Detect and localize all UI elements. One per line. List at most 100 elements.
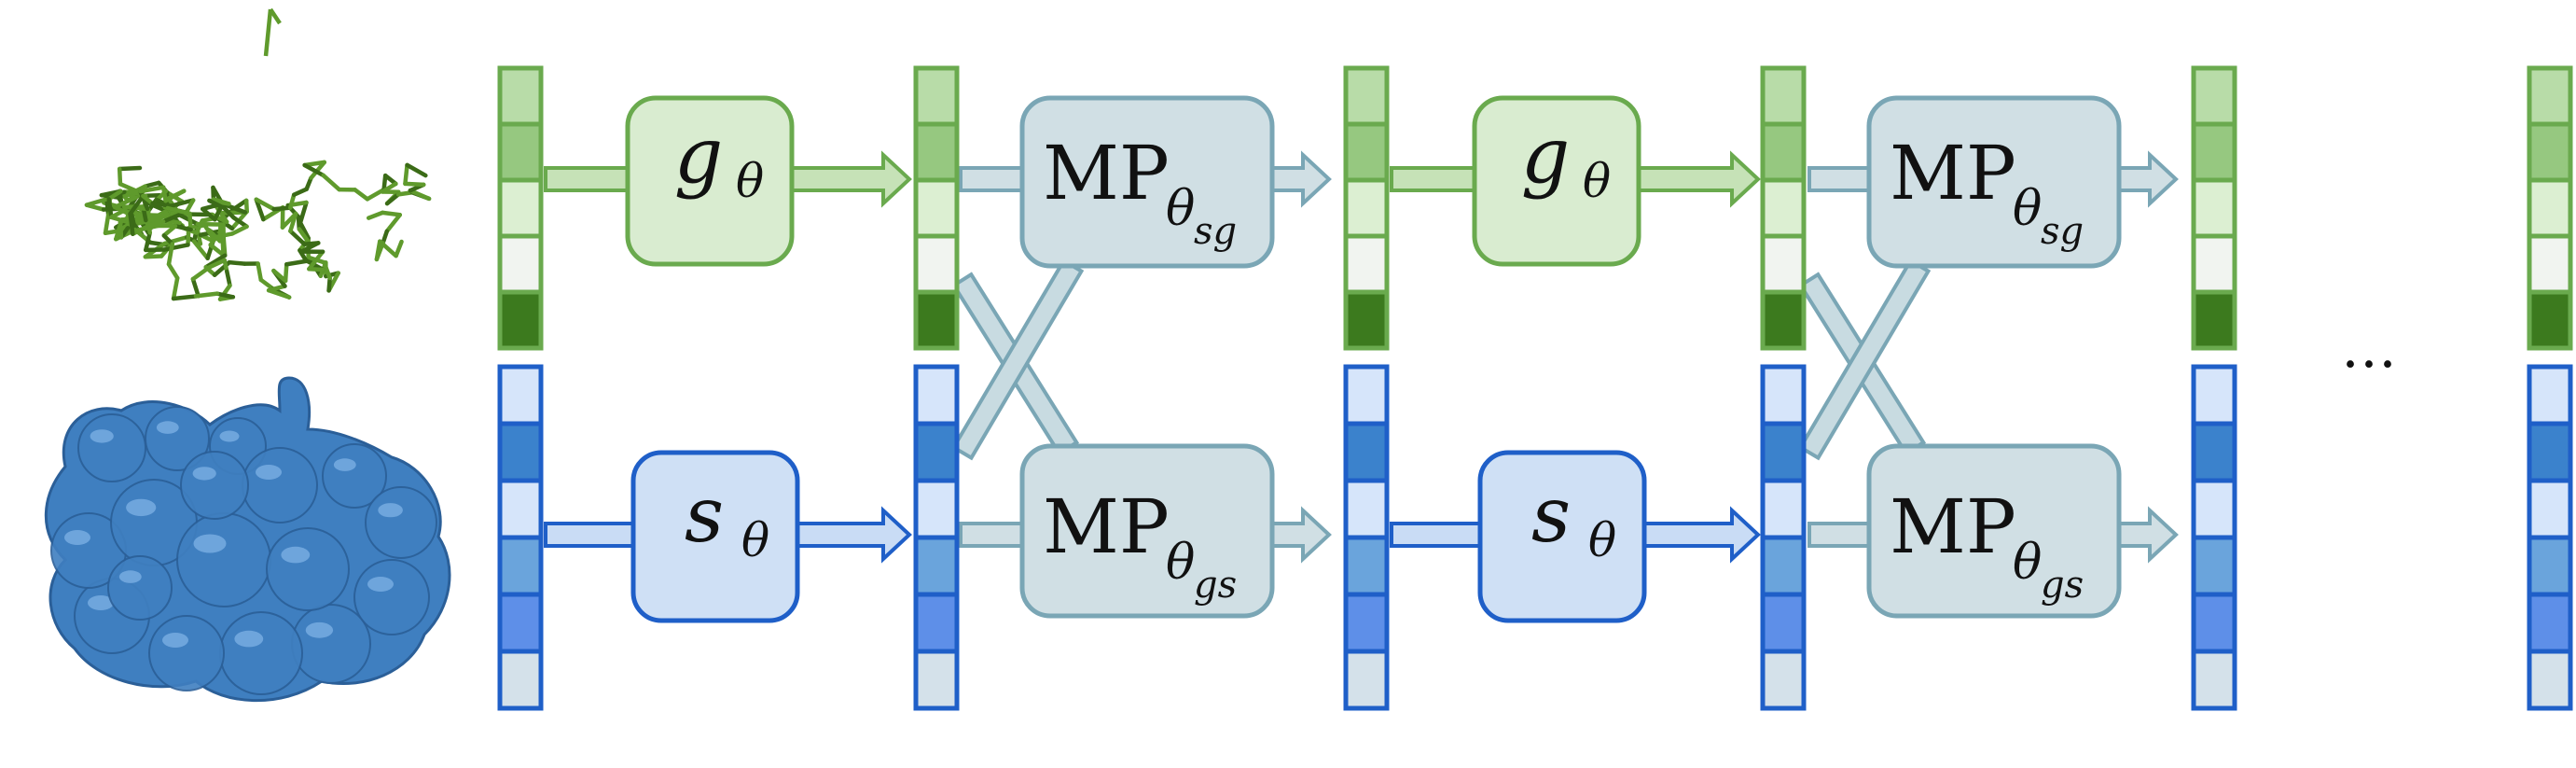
seq-vector-final-cell [2527, 478, 2573, 540]
seq-vector-2 [913, 364, 960, 711]
seq-vector-4-cell [1760, 421, 1807, 483]
graph-vector-final-cell [2527, 233, 2573, 295]
graph-vector-5 [2191, 65, 2237, 351]
graph-vector-4-cell [1760, 233, 1807, 295]
graph-vector-4-cell [1760, 289, 1807, 351]
seq-vector-2-cell [913, 592, 960, 654]
graph-vector-4-cell [1760, 177, 1807, 239]
ligand-stick-model-icon [84, 7, 432, 301]
seq-vector-5-cell [2191, 364, 2237, 426]
graph-vector-2-cell [913, 121, 960, 183]
mp-gs-2-theta: θ [2013, 535, 2042, 591]
seq-vector-3-cell [1343, 364, 1390, 426]
graph-vector-3-cell [1343, 177, 1390, 239]
protein-surface-icon [44, 376, 451, 703]
graph-vector-3-cell [1343, 121, 1390, 183]
mp-sg-1-sub: sg [1194, 210, 1237, 253]
graph-vector-final [2527, 65, 2573, 351]
mp-sg-2-sub: sg [2041, 210, 2084, 253]
graph-vector-1-cell [497, 121, 544, 183]
graph-vector-1-cell [497, 65, 544, 127]
graph-vector-final-cell [2527, 65, 2573, 127]
seq-vector-3-cell [1343, 535, 1390, 597]
graph-vector-5-cell [2191, 65, 2237, 127]
g-theta-label-2: g [1521, 112, 1571, 201]
seq-vector-1-cell [497, 535, 544, 597]
mp-sg-2-label: MP [1890, 130, 2016, 216]
graph-vector-4-cell [1760, 65, 1807, 127]
graph-vector-2-cell [913, 289, 960, 351]
mp-gs-2-label: MP [1890, 483, 2016, 570]
seq-vector-4 [1760, 364, 1807, 711]
seq-vector-5-cell [2191, 592, 2237, 654]
graph-vector-2 [913, 65, 960, 351]
mp-gs-1-label: MP [1043, 483, 1170, 570]
seq-vector-3 [1343, 364, 1390, 711]
graph-vector-1-cell [497, 233, 544, 295]
s-theta-sub-1: θ [741, 513, 769, 567]
graph-vector-2-cell [913, 65, 960, 127]
seq-vector-2-cell [913, 535, 960, 597]
seq-vector-final-cell [2527, 364, 2573, 426]
seq-vector-2-cell [913, 649, 960, 711]
graph-vector-5-cell [2191, 289, 2237, 351]
seq-vector-2-cell [913, 421, 960, 483]
seq-vector-4-cell [1760, 535, 1807, 597]
mp-gs-1-sub: gs [1194, 564, 1237, 607]
graph-vector-3 [1343, 65, 1390, 351]
graph-vector-1-cell [497, 177, 544, 239]
graph-vector-3-cell [1343, 65, 1390, 127]
seq-vector-3-cell [1343, 478, 1390, 540]
seq-vector-1-cell [497, 421, 544, 483]
seq-vector-4-cell [1760, 478, 1807, 540]
seq-vector-5-cell [2191, 649, 2237, 711]
mp-sg-2-theta: θ [2013, 181, 2042, 237]
graph-vector-5-cell [2191, 233, 2237, 295]
seq-vector-1-cell [497, 649, 544, 711]
mp-gs-1-theta: θ [1166, 535, 1195, 591]
seq-vector-1-cell [497, 364, 544, 426]
seq-vector-3-cell [1343, 421, 1390, 483]
graph-vector-3-cell [1343, 289, 1390, 351]
mp-sg-1-theta: θ [1166, 181, 1195, 237]
seq-vector-1 [497, 364, 544, 711]
mp-sg-1-label: MP [1043, 130, 1170, 216]
seq-vector-4-cell [1760, 649, 1807, 711]
graph-vector-2-cell [913, 177, 960, 239]
graph-vector-final-cell [2527, 177, 2573, 239]
graph-vector-1 [497, 65, 544, 351]
seq-vector-1-cell [497, 592, 544, 654]
s-theta-label-2: s [1531, 471, 1571, 560]
seq-vector-4-cell [1760, 364, 1807, 426]
g-theta-label-1: g [674, 112, 724, 201]
seq-vector-5-cell [2191, 535, 2237, 597]
graph-vector-4-cell [1760, 121, 1807, 183]
graph-vector-2-cell [913, 233, 960, 295]
seq-vector-5 [2191, 364, 2237, 711]
ellipsis: … [2341, 315, 2397, 381]
seq-vector-5-cell [2191, 478, 2237, 540]
seq-vector-5-cell [2191, 421, 2237, 483]
g-theta-sub-2: θ [1583, 154, 1611, 208]
seq-vector-final-cell [2527, 592, 2573, 654]
seq-vector-3-cell [1343, 592, 1390, 654]
graph-vector-1-cell [497, 289, 544, 351]
seq-vector-final-cell [2527, 535, 2573, 597]
s-theta-label-1: s [685, 471, 724, 560]
graph-vector-5-cell [2191, 121, 2237, 183]
g-theta-sub-1: θ [736, 154, 764, 208]
graph-vector-5-cell [2191, 177, 2237, 239]
s-theta-sub-2: θ [1588, 513, 1616, 567]
seq-vector-4-cell [1760, 592, 1807, 654]
seq-vector-3-cell [1343, 649, 1390, 711]
seq-vector-final [2527, 364, 2573, 711]
graph-vector-final-cell [2527, 289, 2573, 351]
graph-vector-4 [1760, 65, 1807, 351]
